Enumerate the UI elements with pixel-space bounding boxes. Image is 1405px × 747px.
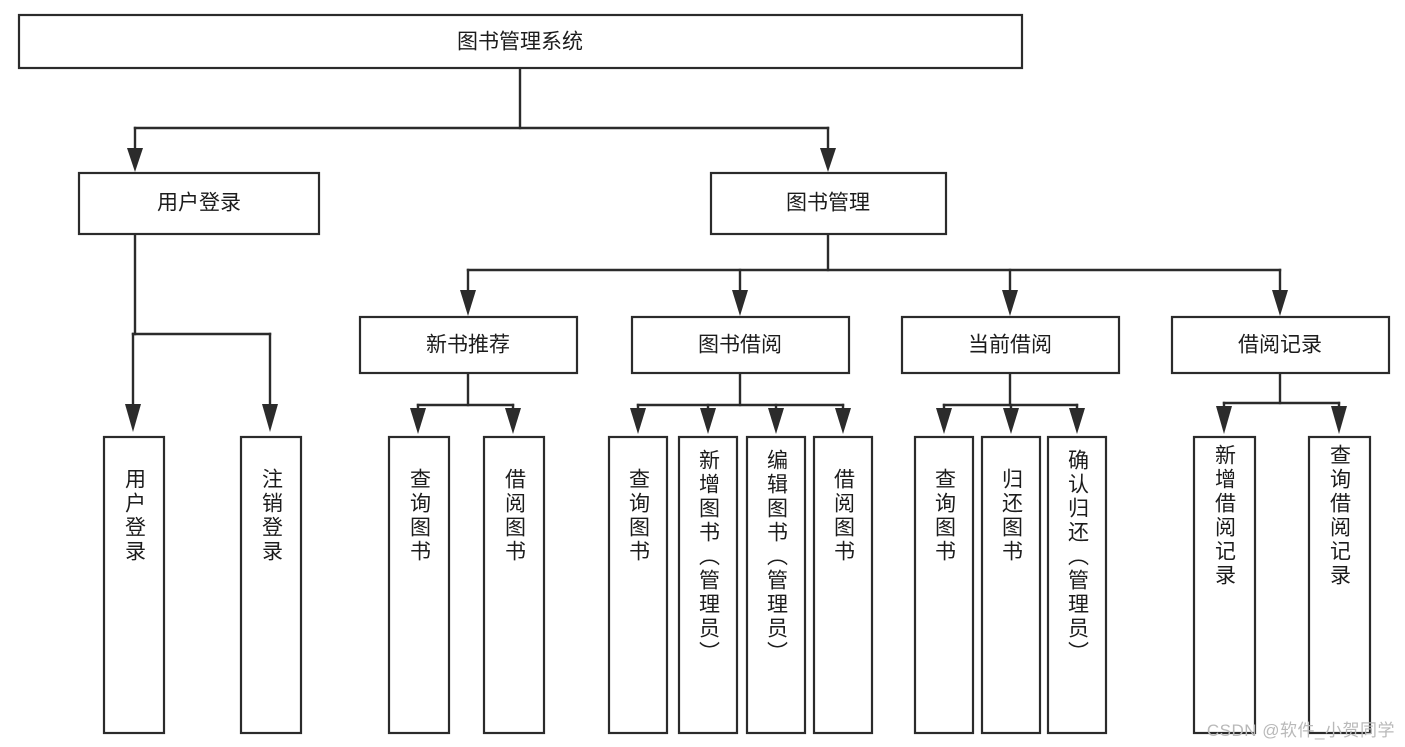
arrow-head-leaf-user-login <box>125 404 141 432</box>
connector-group-user-login <box>125 232 278 432</box>
leaf-node-bb-query-book[interactable]: 查询图书 <box>607 435 669 735</box>
arrow-head-cb-query-book <box>936 408 952 434</box>
arrow-head-book-borrow <box>732 290 748 316</box>
leaf-node-bb-add-book-label: 新增图书（管理员） <box>697 449 721 665</box>
node-user-login[interactable]: 用户登录 <box>77 171 321 236</box>
leaf-node-nbr-query-book-box[interactable] <box>387 435 451 735</box>
leaf-node-nbr-query-book[interactable]: 查询图书 <box>387 435 451 735</box>
node-current-borrow-box[interactable] <box>900 315 1121 375</box>
node-book-manage-label: 图书管理 <box>786 192 870 215</box>
leaf-node-nbr-query-book-label: 查询图书 <box>408 468 432 564</box>
arrow-head-br-query-record <box>1331 406 1347 434</box>
node-book-borrow[interactable]: 图书借阅 <box>630 315 851 375</box>
leaf-node-br-query-record[interactable]: 查询借阅记录 <box>1307 435 1372 735</box>
node-root[interactable]: 图书管理系统 <box>17 13 1024 70</box>
leaf-node-cb-query-book-box[interactable] <box>913 435 975 735</box>
leaf-node-bb-edit-book[interactable]: 编辑图书（管理员） <box>745 435 807 735</box>
node-new-book-recommend-box[interactable] <box>358 315 579 375</box>
arrow-head-user-login <box>127 148 143 172</box>
node-current-borrow-label: 当前借阅 <box>968 334 1052 357</box>
arrow-head-bb-edit-book <box>768 408 784 434</box>
leaf-node-logout[interactable]: 注销登录 <box>239 435 303 735</box>
leaf-node-nbr-borrow-book[interactable]: 借阅图书 <box>482 435 546 735</box>
arrow-head-nbr-query-book <box>410 408 426 434</box>
leaf-node-cb-return-book-box[interactable] <box>980 435 1042 735</box>
leaf-node-nbr-borrow-book-label: 借阅图书 <box>503 468 527 564</box>
leaf-node-cb-return-book-label: 归还图书 <box>1000 468 1024 564</box>
arrow-head-book-manage <box>820 148 836 172</box>
node-book-borrow-label: 图书借阅 <box>698 334 782 357</box>
arrow-head-bb-query-book <box>630 408 646 434</box>
connector-group-new-book-recommend <box>410 371 521 434</box>
leaf-node-bb-query-book-box[interactable] <box>607 435 669 735</box>
arrow-head-br-add-record <box>1216 406 1232 434</box>
arrow-head-bb-borrow-book <box>835 408 851 434</box>
leaf-node-bb-edit-book-box[interactable] <box>745 435 807 735</box>
leaf-node-cb-confirm-return-box[interactable] <box>1046 435 1108 735</box>
leaf-node-cb-query-book-label: 查询图书 <box>933 468 957 564</box>
leaf-node-bb-borrow-book-box[interactable] <box>812 435 874 735</box>
node-borrow-record-label: 借阅记录 <box>1238 334 1322 357</box>
arrow-head-bb-add-book <box>700 408 716 434</box>
leaf-node-user-login-label: 用户登录 <box>123 468 147 564</box>
node-borrow-record[interactable]: 借阅记录 <box>1170 315 1391 375</box>
leaf-node-cb-confirm-return[interactable]: 确认归还（管理员） <box>1046 435 1108 735</box>
leaf-node-bb-edit-book-label: 编辑图书（管理员） <box>765 449 789 665</box>
leaf-node-cb-confirm-return-label: 确认归还（管理员） <box>1066 449 1090 665</box>
arrow-head-cb-return-book <box>1003 408 1019 434</box>
leaf-node-bb-borrow-book[interactable]: 借阅图书 <box>812 435 874 735</box>
leaf-node-nbr-borrow-book-box[interactable] <box>482 435 546 735</box>
arrow-head-leaf-logout <box>262 404 278 432</box>
leaf-node-user-login[interactable]: 用户登录 <box>102 435 166 735</box>
leaf-node-br-query-record-box[interactable] <box>1307 435 1372 735</box>
leaf-node-br-add-record-label: 新增借阅记录 <box>1213 444 1237 588</box>
leaf-node-br-query-record-label: 查询借阅记录 <box>1328 444 1352 588</box>
leaf-node-cb-return-book[interactable]: 归还图书 <box>980 435 1042 735</box>
leaf-node-bb-add-book[interactable]: 新增图书（管理员） <box>677 435 739 735</box>
node-root-box[interactable] <box>17 13 1024 70</box>
node-user-login-label: 用户登录 <box>157 192 241 215</box>
node-borrow-record-box[interactable] <box>1170 315 1391 375</box>
leaf-node-cb-query-book[interactable]: 查询图书 <box>913 435 975 735</box>
arrow-head-borrow-record <box>1272 290 1288 316</box>
node-book-manage[interactable]: 图书管理 <box>709 171 948 236</box>
node-current-borrow[interactable]: 当前借阅 <box>900 315 1121 375</box>
node-book-manage-box[interactable] <box>709 171 948 236</box>
node-user-login-box[interactable] <box>77 171 321 236</box>
leaf-node-bb-add-book-box[interactable] <box>677 435 739 735</box>
connector-group-book-borrow <box>630 371 851 434</box>
leaf-node-bb-query-book-label: 查询图书 <box>627 468 651 564</box>
connector-group-root <box>127 66 836 172</box>
arrow-head-cb-confirm-return <box>1069 408 1085 434</box>
leaf-node-bb-borrow-book-label: 借阅图书 <box>832 468 856 564</box>
arrow-head-new-book-recommend <box>460 290 476 316</box>
arrow-head-nbr-borrow-book <box>505 408 521 434</box>
leaf-node-br-add-record[interactable]: 新增借阅记录 <box>1192 435 1257 735</box>
leaf-node-logout-label: 注销登录 <box>260 468 284 564</box>
csdn-watermark: CSDN @软件_小贺同学 <box>1206 721 1395 740</box>
node-new-book-recommend-label: 新书推荐 <box>426 334 510 357</box>
connector-group-current-borrow <box>936 371 1085 434</box>
leaf-node-logout-box[interactable] <box>239 435 303 735</box>
node-book-borrow-box[interactable] <box>630 315 851 375</box>
node-new-book-recommend[interactable]: 新书推荐 <box>358 315 579 375</box>
connector-group-book-manage <box>460 232 1288 316</box>
connector-group-borrow-record <box>1216 371 1347 434</box>
arrow-head-current-borrow <box>1002 290 1018 316</box>
leaf-node-br-add-record-box[interactable] <box>1192 435 1257 735</box>
leaf-node-user-login-box[interactable] <box>102 435 166 735</box>
node-root-label: 图书管理系统 <box>457 31 583 54</box>
